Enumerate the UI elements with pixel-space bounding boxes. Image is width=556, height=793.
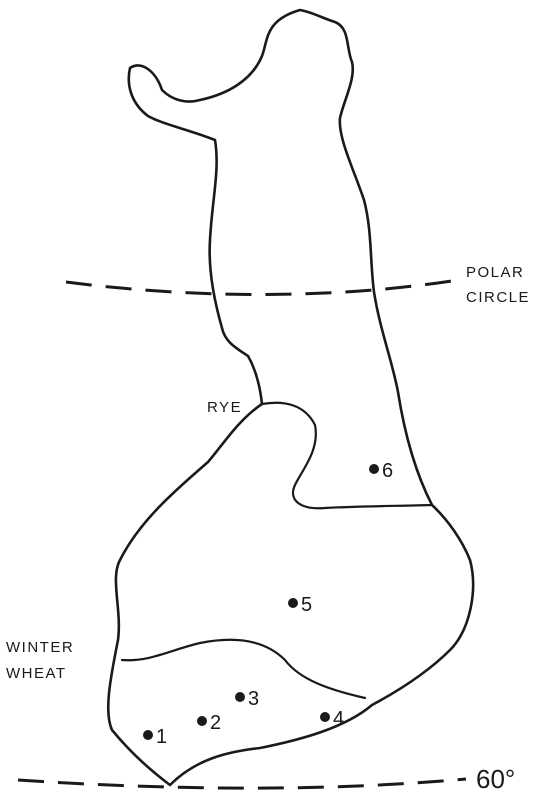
- site-label: 6: [382, 460, 393, 482]
- site-marker: [320, 712, 330, 722]
- site-marker: [143, 730, 153, 740]
- rye-label: RYE: [207, 399, 242, 416]
- site-label: 3: [248, 688, 259, 710]
- winter-wheat-boundary: [120, 638, 367, 700]
- latitude-60-label: 60°: [476, 764, 515, 793]
- site-3: 3: [235, 688, 259, 710]
- site-label: 2: [210, 712, 221, 734]
- site-marker: [288, 598, 298, 608]
- site-2: 2: [197, 712, 221, 734]
- site-marker: [369, 464, 379, 474]
- country-outline: [106, 8, 475, 787]
- latitude-60-line: [17, 777, 467, 790]
- site-label: 1: [156, 726, 167, 748]
- rye-boundary: [260, 401, 434, 510]
- site-marker: [235, 692, 245, 702]
- site-label: 5: [301, 594, 312, 616]
- site-6: 6: [369, 460, 393, 482]
- site-4: 4: [320, 708, 344, 730]
- polar-circle-label-2: CIRCLE: [466, 289, 530, 306]
- site-label: 4: [333, 708, 344, 730]
- polar-circle-line: [65, 278, 459, 296]
- site-5: 5: [288, 594, 312, 616]
- winter-wheat-label-2: WHEAT: [6, 665, 67, 682]
- polar-circle-label-1: POLAR: [466, 264, 524, 281]
- site-marker: [197, 716, 207, 726]
- site-1: 1: [143, 726, 167, 748]
- winter-wheat-label-1: WINTER: [6, 639, 74, 656]
